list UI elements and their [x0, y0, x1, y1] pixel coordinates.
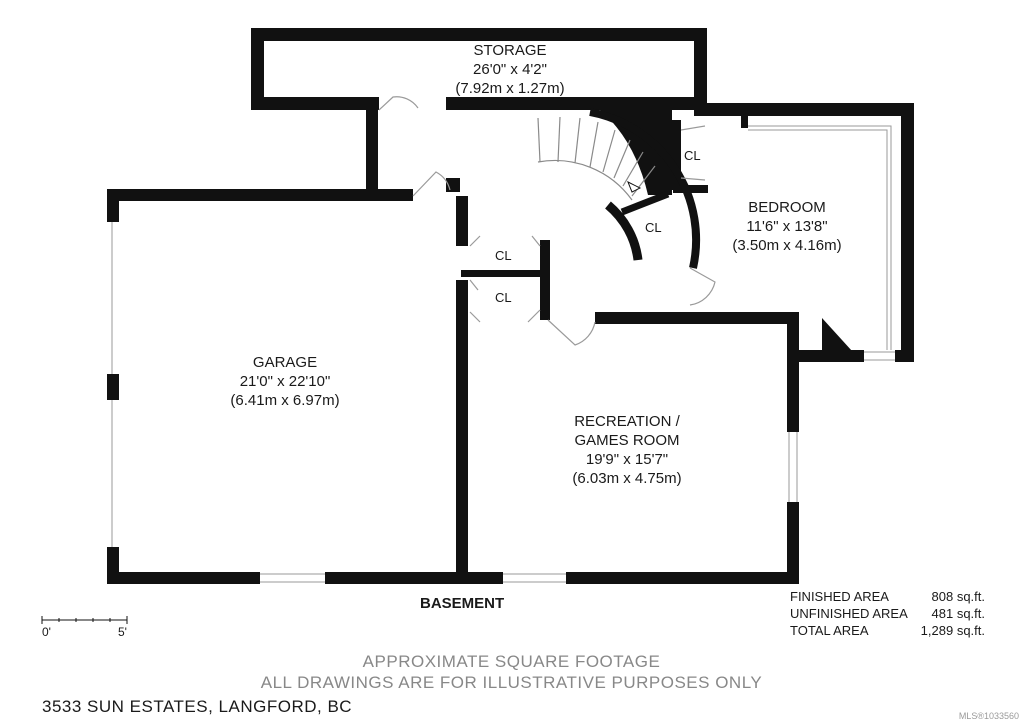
room-garage-name: GARAGE: [252, 354, 318, 371]
closet-label-stair: CL: [645, 220, 662, 235]
room-recreation-imperial: 19'9" x 15'7": [585, 451, 669, 468]
area-label: UNFINISHED AREA: [790, 606, 908, 621]
scale-start-label: 0': [42, 625, 51, 639]
footer-line-2: ALL DRAWINGS ARE FOR ILLUSTRATIVE PURPOS…: [260, 673, 763, 692]
floor-title: BASEMENT: [420, 595, 505, 612]
closet-label-upper: CL: [495, 248, 512, 263]
footer-line-1: APPROXIMATE SQUARE FOOTAGE: [362, 652, 661, 671]
area-label: FINISHED AREA: [790, 589, 889, 604]
property-address: 3533 SUN ESTATES, LANGFORD, BC: [42, 697, 353, 716]
room-storage-label: STORAGE 26'0" x 4'2" (7.92m x 1.27m): [430, 41, 590, 98]
closet-label-bedroom: CL: [684, 148, 701, 163]
closet-label-lower: CL: [495, 290, 512, 305]
room-bedroom-metric: (3.50m x 4.16m): [732, 237, 842, 254]
room-storage-name: STORAGE: [473, 42, 547, 59]
room-recreation-name-line1: RECREATION /: [574, 413, 680, 430]
area-value: 808 sq.ft.: [931, 589, 985, 604]
area-row-total: TOTAL AREA 1,289 sq.ft.: [790, 622, 985, 639]
room-garage-metric: (6.41m x 6.97m): [230, 392, 340, 409]
area-row-unfinished: UNFINISHED AREA 481 sq.ft.: [790, 605, 985, 622]
area-summary: FINISHED AREA 808 sq.ft. UNFINISHED AREA…: [790, 588, 985, 639]
scale-end-label: 5': [118, 625, 127, 639]
room-storage-imperial: 26'0" x 4'2": [473, 61, 547, 78]
room-recreation-name-line2: GAMES ROOM: [574, 432, 680, 449]
room-recreation-label: RECREATION / GAMES ROOM 19'9" x 15'7" (6…: [537, 412, 717, 488]
room-bedroom-label: BEDROOM 11'6" x 13'8" (3.50m x 4.16m): [707, 198, 867, 255]
area-value: 1,289 sq.ft.: [920, 623, 985, 638]
room-bedroom-imperial: 11'6" x 13'8": [746, 218, 828, 235]
room-recreation-metric: (6.03m x 4.75m): [572, 470, 682, 487]
room-bedroom-name: BEDROOM: [748, 199, 826, 216]
room-garage-label: GARAGE 21'0" x 22'10" (6.41m x 6.97m): [205, 353, 365, 410]
area-label: TOTAL AREA: [790, 623, 869, 638]
room-garage-imperial: 21'0" x 22'10": [239, 373, 331, 390]
area-value: 481 sq.ft.: [931, 606, 985, 621]
room-storage-metric: (7.92m x 1.27m): [455, 80, 565, 97]
mls-number: MLS®1033560: [958, 711, 1019, 721]
area-row-finished: FINISHED AREA 808 sq.ft.: [790, 588, 985, 605]
